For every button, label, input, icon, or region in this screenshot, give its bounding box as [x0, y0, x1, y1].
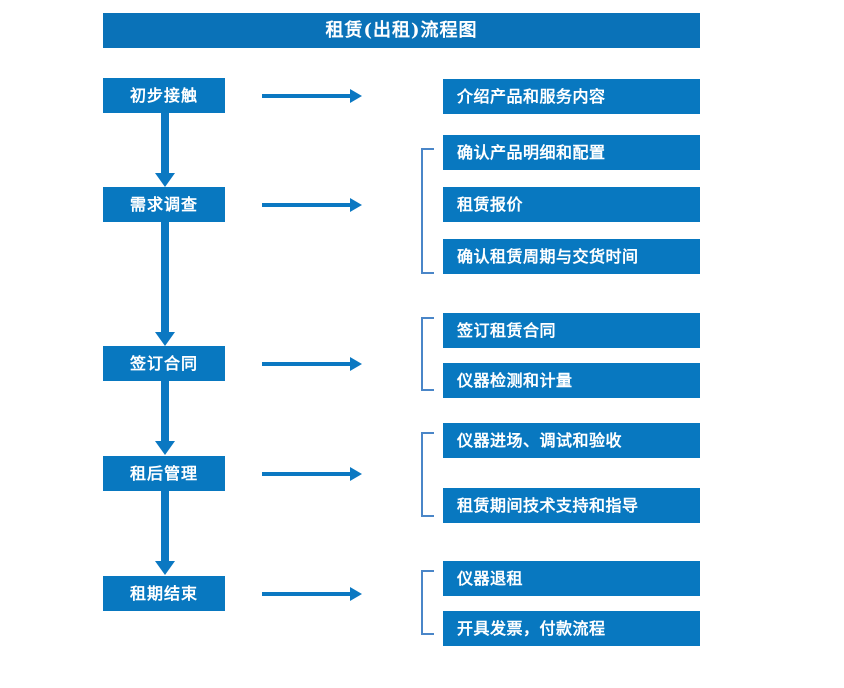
stage-box-sign-contract[interactable]: 签订合同: [103, 346, 225, 381]
stage-box-demand-survey[interactable]: 需求调查: [103, 187, 225, 222]
detail-box-10[interactable]: 开具发票，付款流程: [443, 611, 700, 646]
detail-box-2[interactable]: 确认产品明细和配置: [443, 135, 700, 170]
arrow-right-icon-stage-4: [262, 465, 362, 483]
detail-box-6[interactable]: 仪器检测和计量: [443, 363, 700, 398]
stage-box-lease-end[interactable]: 租期结束: [103, 576, 225, 611]
detail-box-1[interactable]: 介绍产品和服务内容: [443, 79, 700, 114]
group-bracket-stage-4: [420, 432, 436, 517]
detail-box-9[interactable]: 仪器退租: [443, 561, 700, 596]
detail-box-4[interactable]: 确认租赁周期与交货时间: [443, 239, 700, 274]
arrow-right-icon-stage-2: [262, 196, 362, 214]
group-bracket-stage-5: [420, 570, 436, 635]
detail-box-5[interactable]: 签订租赁合同: [443, 313, 700, 348]
arrow-down-icon-3-to-4: [154, 381, 176, 455]
arrow-down-icon-4-to-5: [154, 491, 176, 575]
arrow-right-icon-stage-1: [262, 87, 362, 105]
arrow-down-icon-1-to-2: [154, 113, 176, 187]
group-bracket-stage-2: [420, 148, 436, 274]
diagram-title: 租赁(出租)流程图: [103, 13, 700, 48]
arrow-down-icon-2-to-3: [154, 222, 176, 346]
stage-box-initial-contact[interactable]: 初步接触: [103, 78, 225, 113]
detail-box-8[interactable]: 租赁期间技术支持和指导: [443, 488, 700, 523]
arrow-right-icon-stage-3: [262, 355, 362, 373]
group-bracket-stage-3: [420, 317, 436, 391]
stage-box-post-rental-management[interactable]: 租后管理: [103, 456, 225, 491]
detail-box-7[interactable]: 仪器进场、调试和验收: [443, 423, 700, 458]
arrow-right-icon-stage-5: [262, 585, 362, 603]
detail-box-3[interactable]: 租赁报价: [443, 187, 700, 222]
